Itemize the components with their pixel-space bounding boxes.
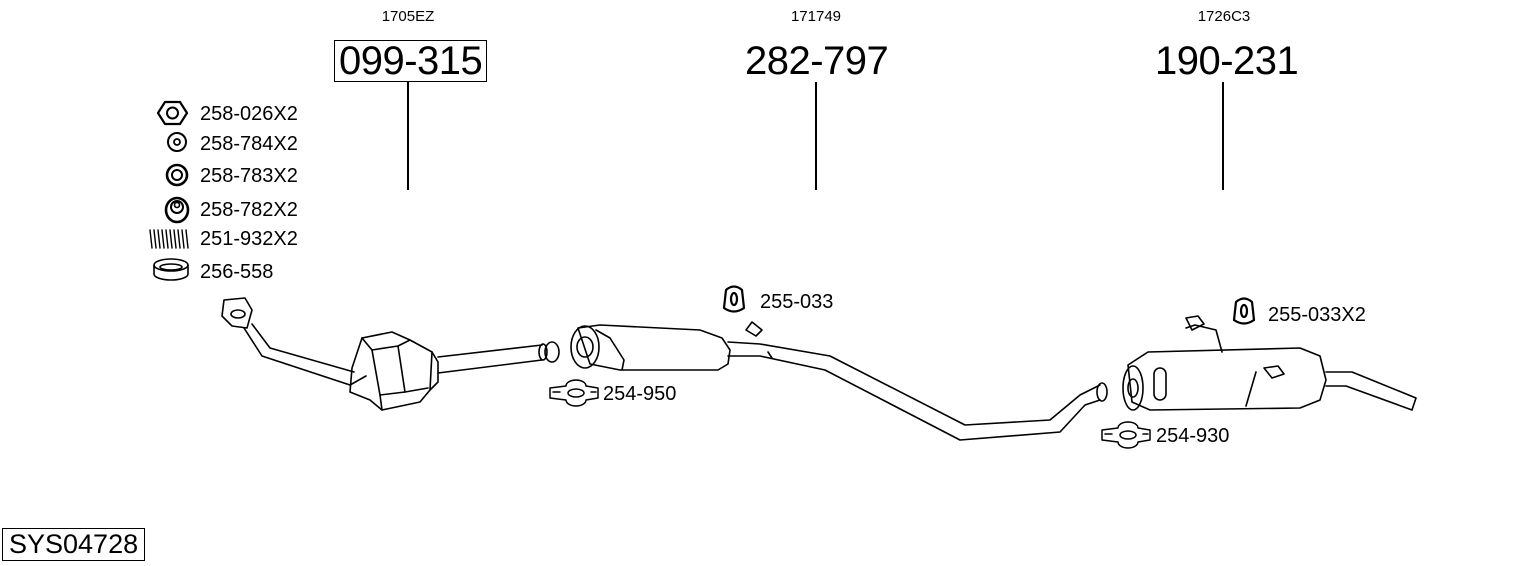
leader-line-rear [1222,82,1224,190]
hardware-label-conical-washer: 258-782X2 [200,199,298,221]
hardware-label-spring: 251-932X2 [200,228,298,250]
part-number-rear[interactable]: 190-231 [1155,39,1299,83]
fitting-label-hanger-middle: 255-033 [760,291,834,313]
hex-nut-icon [156,100,189,126]
fitting-label-hanger-rear: 255-033X2 [1268,304,1366,326]
leader-line-front [407,82,409,190]
system-id: SYS04728 [2,528,146,562]
spring-washer-icon [165,163,189,187]
fitting-label-clamp-rear: 254-930 [1156,425,1230,447]
rear-silencer [1122,315,1417,411]
middle-silencer [570,321,1108,441]
assembly-code-rear: 1726C3 [1197,8,1251,25]
assembly-code-middle: 171749 [790,8,842,25]
sealing-ring-icon [153,258,189,281]
washer-icon [167,132,187,152]
pipe-clamp-icon [1101,421,1151,449]
part-number-front[interactable]: 099-315 [334,40,488,82]
spring-icon [149,229,189,249]
hardware-label-washer: 258-784X2 [200,133,298,155]
hardware-label-hex-nut: 258-026X2 [200,103,298,125]
leader-line-middle [815,82,817,190]
pipe-clamp-icon [549,379,599,407]
hardware-label-spring-washer: 258-783X2 [200,165,298,187]
assembly-code-front: 1705EZ [381,8,435,25]
rubber-hanger-icon [1232,297,1256,325]
fitting-label-clamp-front: 254-950 [603,383,677,405]
front-pipe-catalyst [221,297,560,411]
part-number-middle[interactable]: 282-797 [745,39,889,83]
hardware-label-sealing-ring: 256-558 [200,261,274,283]
conical-washer-icon [164,196,190,224]
rubber-hanger-icon [722,285,746,313]
